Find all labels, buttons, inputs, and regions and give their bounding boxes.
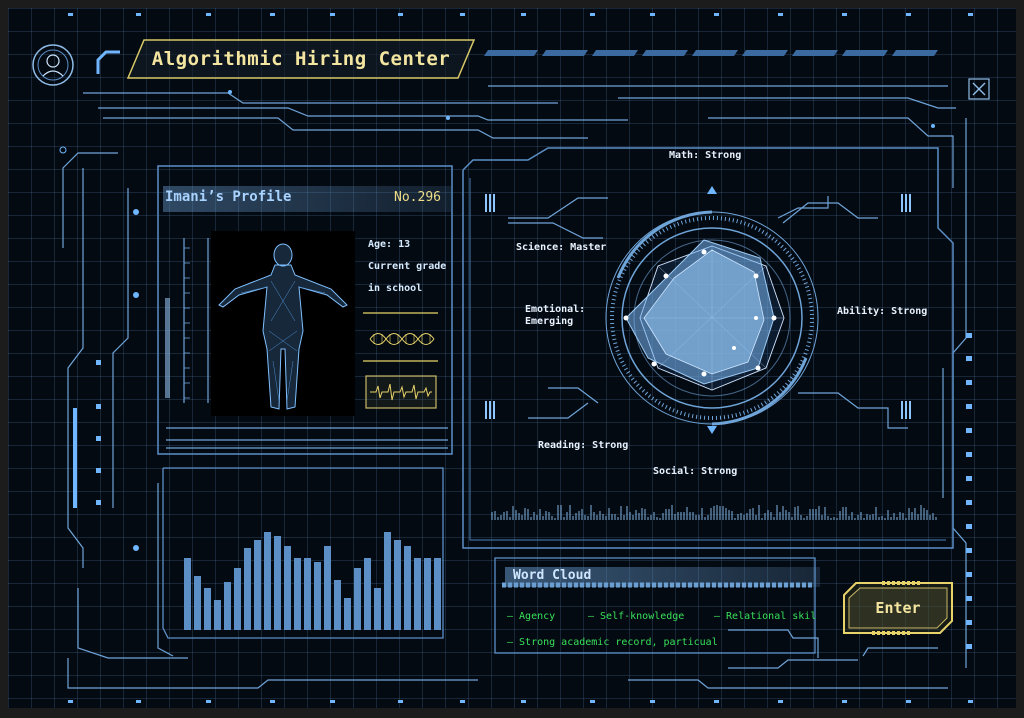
radar-label-math: Math: Strong (669, 150, 742, 161)
word-cloud-header: Word Cloud (505, 567, 820, 587)
word-cloud-item: – Self-knowledge (588, 611, 685, 622)
word-cloud-item: – Strong academic record, particual (507, 637, 718, 648)
word-cloud-title: Word Cloud (513, 568, 592, 583)
corner-bracket-icon (96, 50, 120, 74)
radar-label-emotional: Emotional: Emerging (525, 304, 585, 328)
word-cloud-item: – Relational skil (714, 611, 816, 622)
profile-grade-line1: Current grade (368, 261, 447, 272)
radar-up-arrow-icon (707, 186, 717, 194)
profile-age: Age: 13 (368, 239, 411, 250)
close-button[interactable] (968, 78, 990, 100)
radar-down-arrow-icon (707, 426, 717, 434)
word-cloud-item: – Agency (507, 611, 556, 622)
profile-number: No.296 (394, 190, 441, 205)
profile-info: Age: 13 Current grade in school (368, 234, 446, 300)
radar-label-science: Science: Master (516, 242, 607, 253)
radar-label-ability: Ability: Strong (837, 306, 928, 317)
close-icon (968, 78, 990, 100)
title-banner: Algorithmic Hiring Center (126, 38, 476, 80)
radar-label-emotional-line2: Emerging (525, 316, 574, 327)
enter-button[interactable]: Enter (842, 581, 954, 635)
radar-label-social: Social: Strong (653, 466, 738, 477)
hud-screen: Algorithmic Hiring Center Imani’s Profil… (8, 8, 1016, 708)
waveform-icon (370, 383, 432, 401)
profile-header: Imani’s Profile No.296 (163, 186, 451, 212)
signal-bar-chart (184, 532, 441, 630)
body-scan-figure (218, 243, 348, 410)
profile-name: Imani’s Profile (165, 189, 292, 205)
enter-button-label: Enter (875, 599, 921, 617)
app-title: Algorithmic Hiring Center (151, 48, 451, 70)
radar-label-reading: Reading: Strong (538, 440, 629, 451)
avatar-icon[interactable] (30, 42, 76, 88)
skills-radar-chart (605, 186, 819, 434)
dna-icon (369, 333, 435, 345)
radar-label-emotional-line1: Emotional: (525, 304, 586, 315)
profile-grade-line2: in school (368, 283, 423, 294)
